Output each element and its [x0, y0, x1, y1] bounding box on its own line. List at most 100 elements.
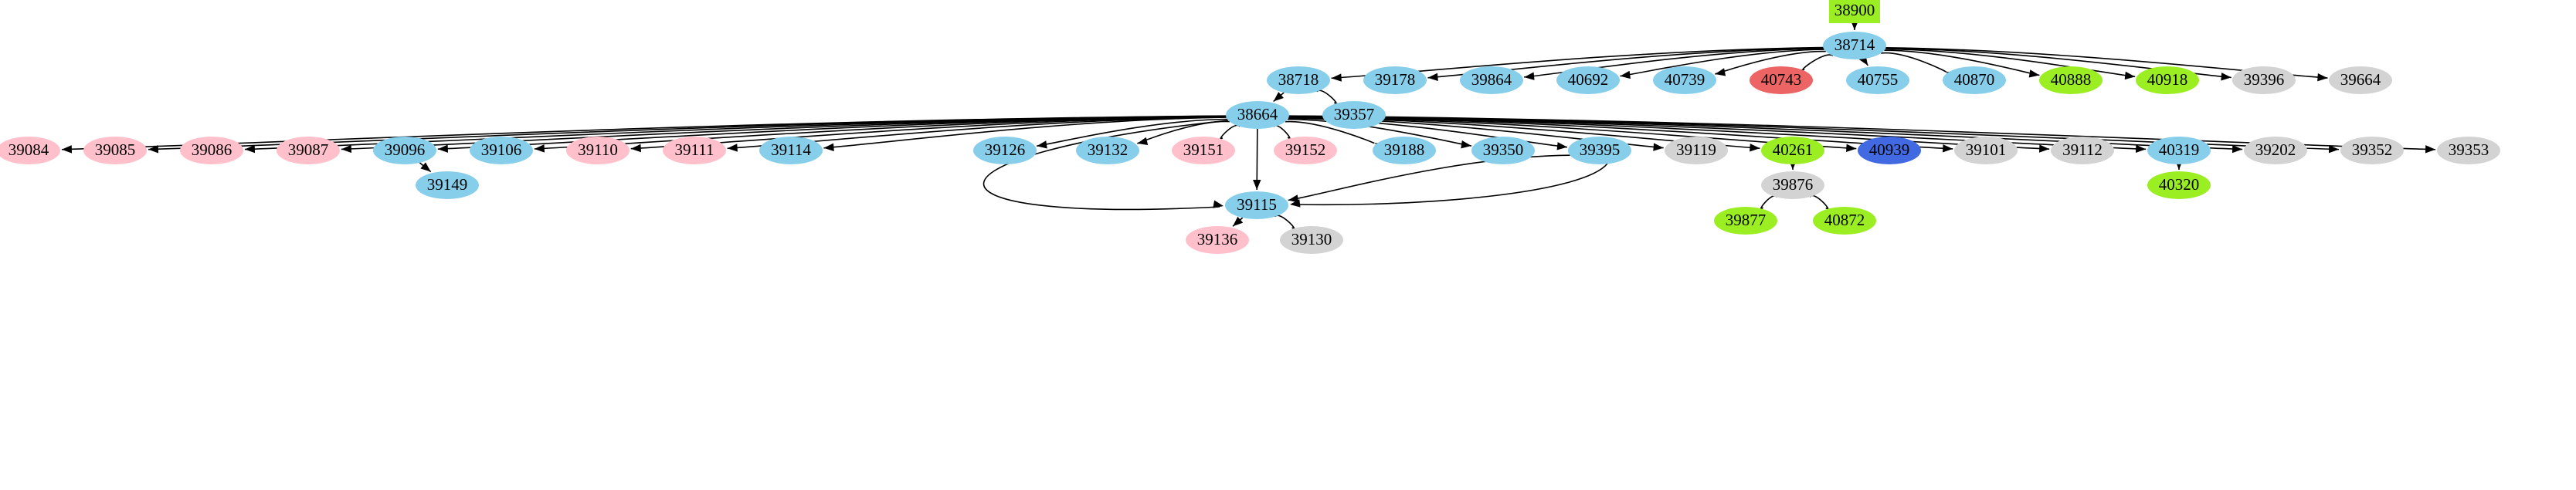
graph-node-39101[interactable]: 39101 — [1954, 137, 2018, 164]
node-shape-39110[interactable] — [566, 137, 630, 164]
graph-node-39395[interactable]: 39395 — [1568, 137, 1631, 164]
node-shape-38664[interactable] — [1226, 101, 1289, 129]
node-shape-39877[interactable] — [1714, 207, 1777, 235]
node-shape-40872[interactable] — [1813, 207, 1876, 235]
graph-node-39152[interactable]: 39152 — [1274, 137, 1337, 164]
node-shape-38718[interactable] — [1267, 66, 1330, 94]
graph-node-40918[interactable]: 40918 — [2136, 66, 2199, 94]
node-shape-39664[interactable] — [2329, 66, 2392, 94]
graph-node-40872[interactable]: 40872 — [1813, 207, 1876, 235]
graph-node-39876[interactable]: 39876 — [1761, 171, 1824, 199]
node-shape-40320[interactable] — [2147, 171, 2211, 199]
node-shape-39350[interactable] — [1471, 137, 1535, 164]
node-shape-40870[interactable] — [1943, 66, 2006, 94]
graph-node-38664[interactable]: 38664 — [1226, 101, 1289, 129]
graph-node-39188[interactable]: 39188 — [1373, 137, 1436, 164]
node-shape-40739[interactable] — [1653, 66, 1716, 94]
node-shape-38714[interactable] — [1823, 32, 1886, 59]
node-shape-39084[interactable] — [0, 137, 60, 164]
graph-node-39111[interactable]: 39111 — [663, 137, 726, 164]
graph-node-38900[interactable]: 38900 — [1829, 0, 1880, 23]
graph-node-38718[interactable]: 38718 — [1267, 66, 1330, 94]
node-shape-39126[interactable] — [973, 137, 1037, 164]
graph-node-40939[interactable]: 40939 — [1858, 137, 1921, 164]
node-shape-40755[interactable] — [1846, 66, 1909, 94]
graph-node-39350[interactable]: 39350 — [1471, 137, 1535, 164]
graph-node-39178[interactable]: 39178 — [1363, 66, 1427, 94]
graph-node-40755[interactable]: 40755 — [1846, 66, 1909, 94]
node-shape-39395[interactable] — [1568, 137, 1631, 164]
graph-node-39664[interactable]: 39664 — [2329, 66, 2392, 94]
node-shape-40918[interactable] — [2136, 66, 2199, 94]
graph-node-39352[interactable]: 39352 — [2340, 137, 2404, 164]
graph-node-39353[interactable]: 39353 — [2437, 137, 2500, 164]
node-shape-38900[interactable] — [1829, 0, 1880, 23]
graph-node-40743[interactable]: 40743 — [1750, 66, 1813, 94]
graph-node-39110[interactable]: 39110 — [566, 137, 630, 164]
node-shape-39096[interactable] — [373, 137, 436, 164]
graph-node-39396[interactable]: 39396 — [2232, 66, 2296, 94]
node-shape-39111[interactable] — [663, 137, 726, 164]
graph-node-40739[interactable]: 40739 — [1653, 66, 1716, 94]
graph-node-39126[interactable]: 39126 — [973, 137, 1037, 164]
node-shape-39101[interactable] — [1954, 137, 2018, 164]
graph-node-39115[interactable]: 39115 — [1225, 191, 1288, 219]
node-shape-39114[interactable] — [759, 137, 823, 164]
node-shape-39864[interactable] — [1460, 66, 1523, 94]
node-shape-39130[interactable] — [1280, 226, 1343, 254]
node-shape-39353[interactable] — [2437, 137, 2500, 164]
graph-node-39119[interactable]: 39119 — [1665, 137, 1728, 164]
node-shape-39132[interactable] — [1076, 137, 1139, 164]
graph-node-40319[interactable]: 40319 — [2147, 137, 2211, 164]
graph-node-39357[interactable]: 39357 — [1322, 101, 1386, 129]
graph-node-39136[interactable]: 39136 — [1186, 226, 1249, 254]
graph-node-38714[interactable]: 38714 — [1823, 32, 1886, 59]
graph-node-39130[interactable]: 39130 — [1280, 226, 1343, 254]
graph-node-39087[interactable]: 39087 — [277, 137, 340, 164]
graph-node-39877[interactable]: 39877 — [1714, 207, 1777, 235]
graph-node-39864[interactable]: 39864 — [1460, 66, 1523, 94]
node-shape-39188[interactable] — [1373, 137, 1436, 164]
node-shape-39151[interactable] — [1172, 137, 1235, 164]
node-shape-39352[interactable] — [2340, 137, 2404, 164]
node-shape-40888[interactable] — [2039, 66, 2103, 94]
graph-node-40261[interactable]: 40261 — [1761, 137, 1824, 164]
node-shape-39106[interactable] — [470, 137, 533, 164]
graph-node-40888[interactable]: 40888 — [2039, 66, 2103, 94]
graph-node-39096[interactable]: 39096 — [373, 137, 436, 164]
graph-node-39114[interactable]: 39114 — [759, 137, 823, 164]
node-shape-40743[interactable] — [1750, 66, 1813, 94]
graph-node-39085[interactable]: 39085 — [83, 137, 147, 164]
graph-node-39086[interactable]: 39086 — [180, 137, 243, 164]
node-shape-39085[interactable] — [83, 137, 147, 164]
graph-node-40870[interactable]: 40870 — [1943, 66, 2006, 94]
graph-node-39149[interactable]: 39149 — [416, 171, 479, 199]
node-shape-39136[interactable] — [1186, 226, 1249, 254]
node-shape-39087[interactable] — [277, 137, 340, 164]
node-shape-39178[interactable] — [1363, 66, 1427, 94]
node-shape-40692[interactable] — [1556, 66, 1620, 94]
graph-node-39106[interactable]: 39106 — [470, 137, 533, 164]
node-shape-39152[interactable] — [1274, 137, 1337, 164]
node-shape-39357[interactable] — [1322, 101, 1386, 129]
node-shape-39112[interactable] — [2051, 137, 2114, 164]
node-shape-39086[interactable] — [180, 137, 243, 164]
graph-node-39132[interactable]: 39132 — [1076, 137, 1139, 164]
graph-node-39084[interactable]: 39084 — [0, 137, 60, 164]
node-shape-39115[interactable] — [1225, 191, 1288, 219]
node-shape-39876[interactable] — [1761, 171, 1824, 199]
node-shape-40261[interactable] — [1761, 137, 1824, 164]
graph-node-40320[interactable]: 40320 — [2147, 171, 2211, 199]
node-shape-40319[interactable] — [2147, 137, 2211, 164]
graph-node-39112[interactable]: 39112 — [2051, 137, 2114, 164]
node-shape-39202[interactable] — [2244, 137, 2307, 164]
node-shape-40939[interactable] — [1858, 137, 1921, 164]
node-layer[interactable]: 38900 38714 38718 39178 39864 40692 40739 40743… — [0, 0, 2500, 254]
graph-node-40692[interactable]: 40692 — [1556, 66, 1620, 94]
graph-node-39151[interactable]: 39151 — [1172, 137, 1235, 164]
node-shape-39396[interactable] — [2232, 66, 2296, 94]
graph-node-39202[interactable]: 39202 — [2244, 137, 2307, 164]
node-shape-39149[interactable] — [416, 171, 479, 199]
node-shape-39119[interactable] — [1665, 137, 1728, 164]
